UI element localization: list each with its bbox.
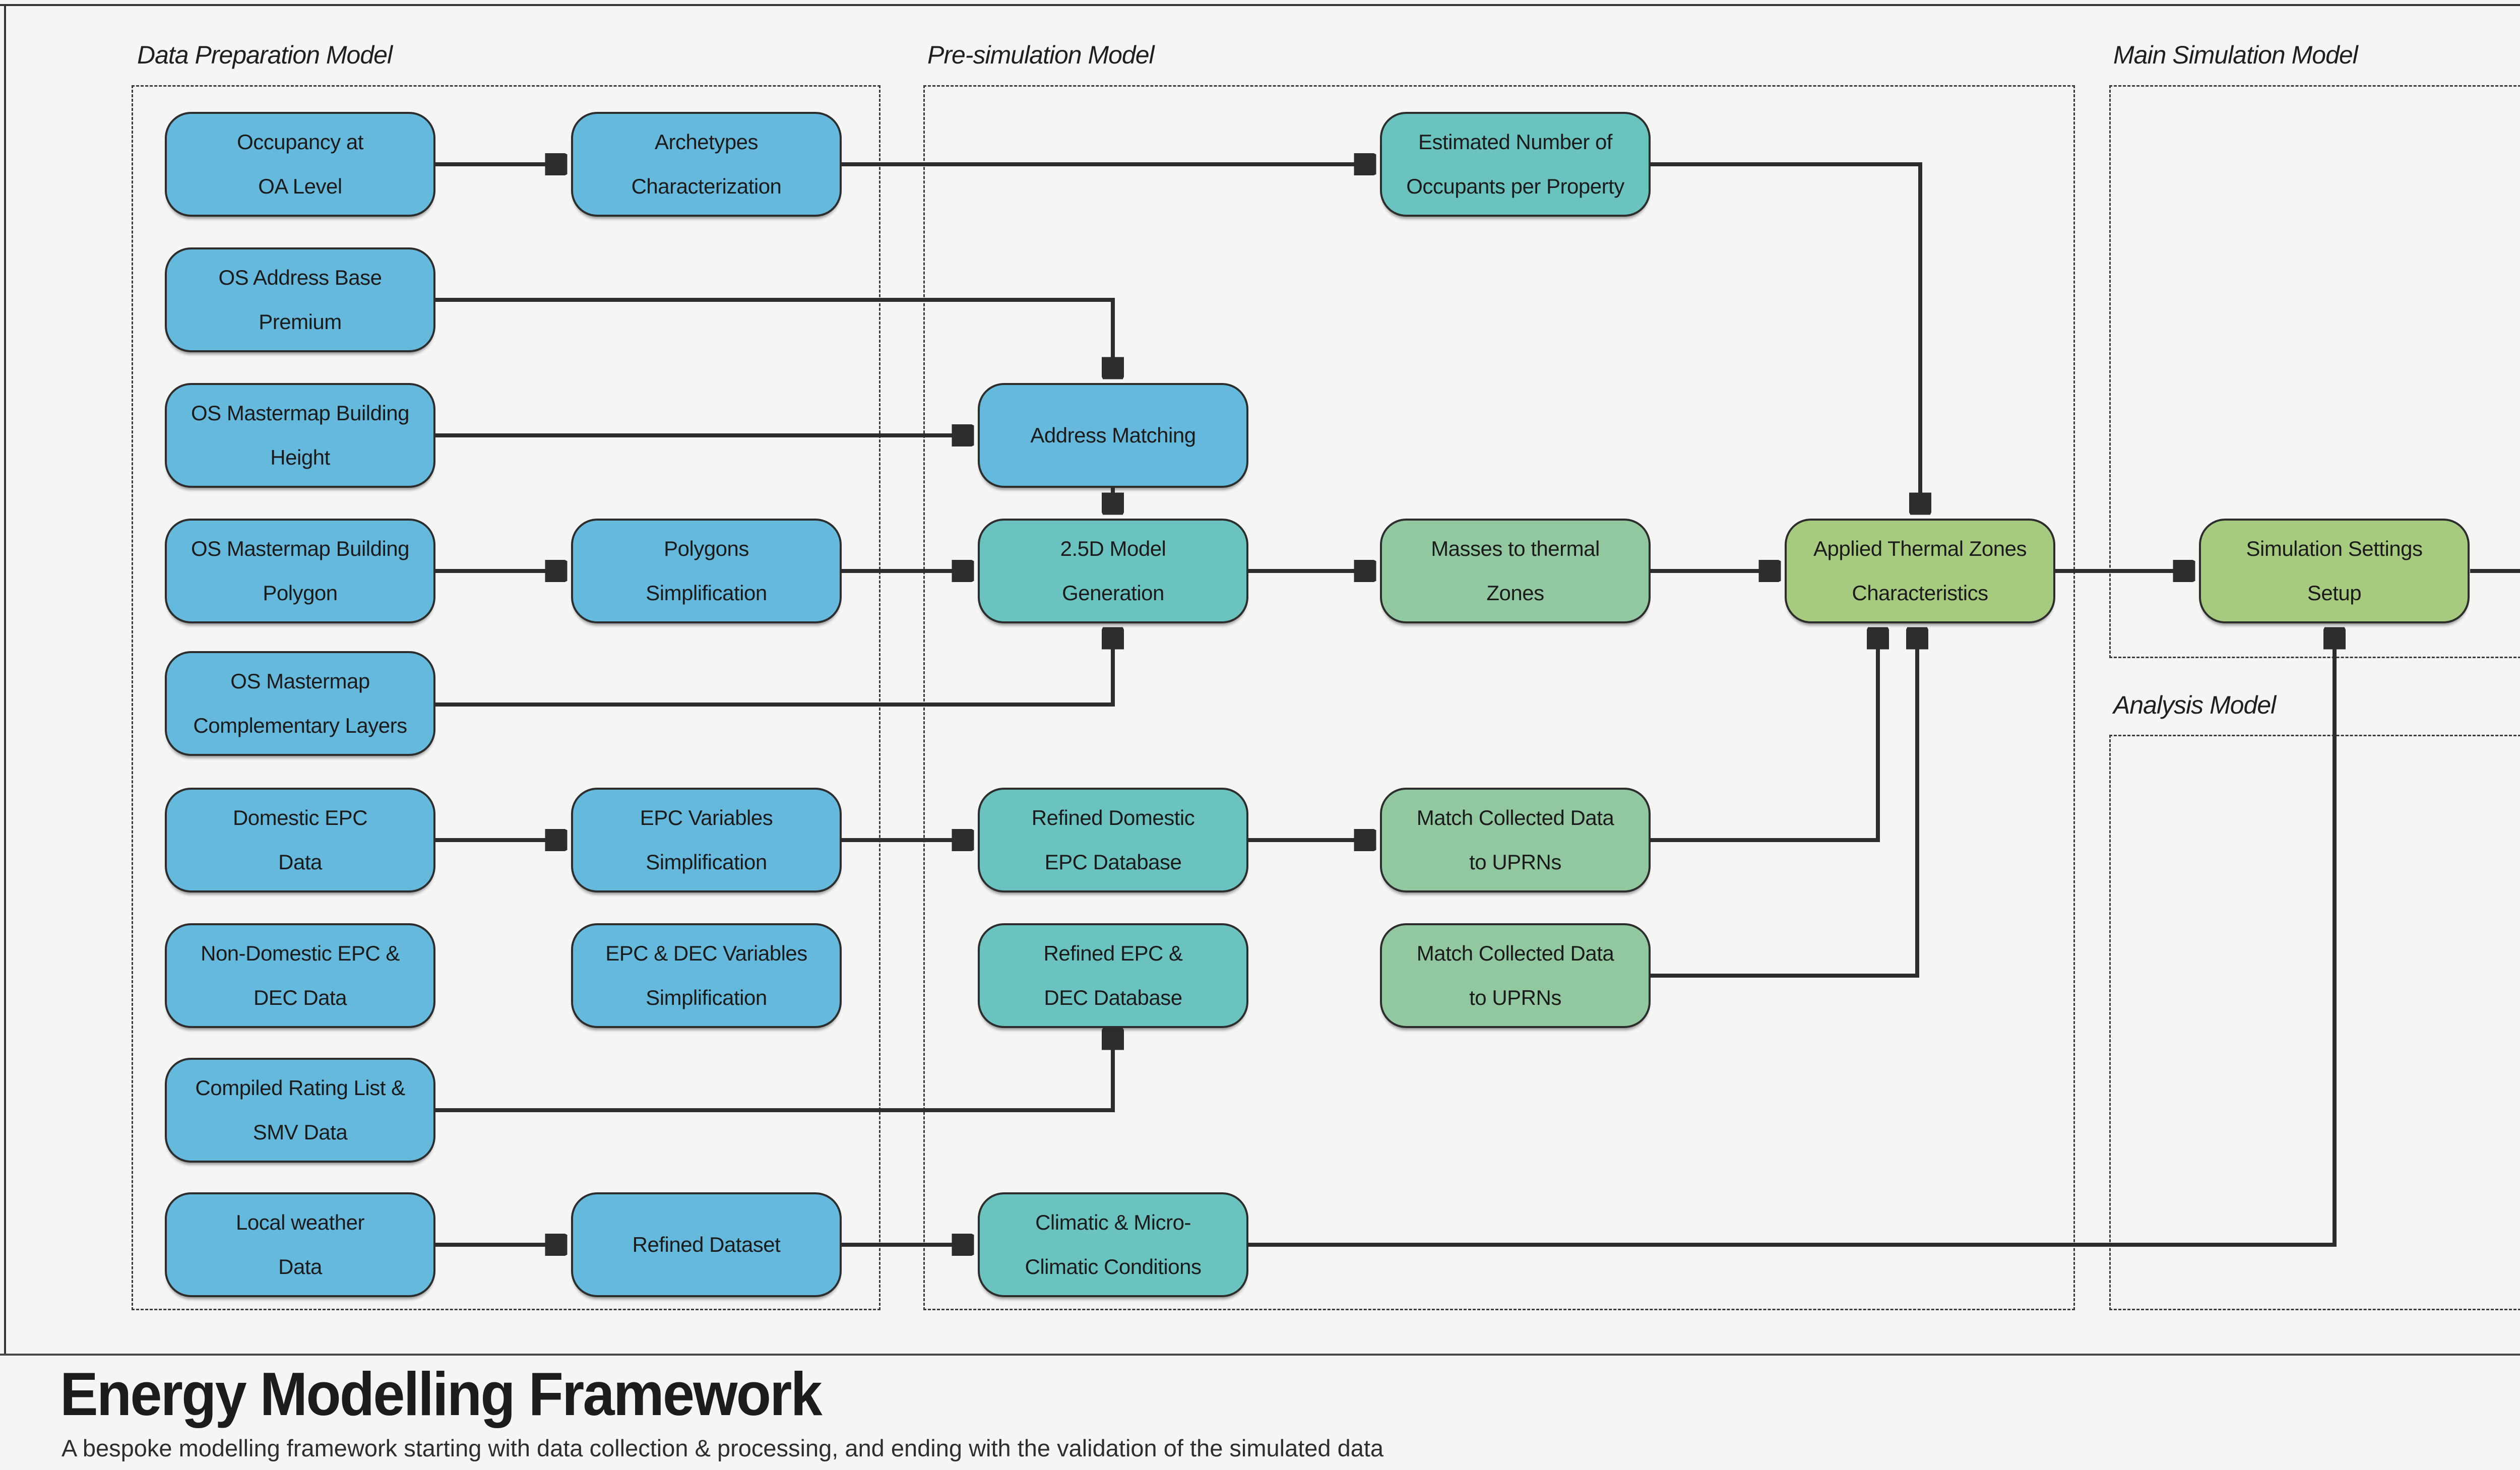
node-label: Estimated Number of Occupants per Proper… — [1406, 130, 1624, 198]
arrow-match2-to-applied — [1651, 629, 1917, 978]
group-box-pre-simulation — [923, 85, 2075, 1310]
node-epc-dec-variables-simplification: EPC & DEC Variables Simplification — [571, 923, 842, 1028]
page-subtitle: A bespoke modelling framework starting w… — [61, 1435, 1384, 1461]
frame-left-line — [4, 4, 6, 1356]
node-label: OS Address Base Premium — [218, 266, 382, 334]
node-label: Refined Domestic EPC Database — [1031, 806, 1195, 874]
node-occupancy-oa-level: Occupancy at OA Level — [165, 112, 435, 217]
node-match-collected-data-to-uprns-nondomestic: Match Collected Data to UPRNs — [1380, 923, 1651, 1028]
node-label: Refined EPC & DEC Database — [1043, 941, 1183, 1009]
arrow-climatic-to-simsettings — [1248, 629, 2335, 1247]
node-label: Match Collected Data to UPRNs — [1416, 806, 1614, 874]
node-label: Archetypes Characterization — [631, 130, 782, 198]
node-label: Compiled Rating List & SMV Data — [195, 1076, 405, 1144]
node-label: Applied Thermal Zones Characteristics — [1813, 537, 2027, 605]
node-label: Local weather Data — [236, 1210, 365, 1279]
node-refined-epc-dec-database: Refined EPC & DEC Database — [978, 923, 1248, 1028]
node-label: Domestic EPC Data — [232, 806, 368, 874]
node-label: Climatic & Micro- Climatic Conditions — [1025, 1210, 1202, 1279]
node-applied-thermal-zones-characteristics: Applied Thermal Zones Characteristics — [1785, 519, 2055, 623]
node-label: Match Collected Data to UPRNs — [1416, 941, 1614, 1009]
node-label: Occupancy at OA Level — [237, 130, 363, 198]
node-label: OS Mastermap Complementary Layers — [193, 669, 407, 737]
node-label: Refined Dataset — [632, 1233, 781, 1256]
group-box-analysis — [2109, 735, 2520, 1310]
node-archetypes-characterization: Archetypes Characterization — [571, 112, 842, 217]
arrow-addressbase-to-addressmatching — [435, 298, 1113, 377]
node-non-domestic-epc-dec-data: Non-Domestic EPC & DEC Data — [165, 923, 435, 1028]
group-box-main-simulation — [2109, 85, 2520, 658]
arrow-complementary-to-25d — [435, 629, 1113, 707]
node-os-mastermap-building-polygon: OS Mastermap Building Polygon — [165, 519, 435, 623]
node-climatic-micro-climatic-conditions: Climatic & Micro- Climatic Conditions — [978, 1192, 1248, 1297]
arrow-match1-to-applied — [1651, 629, 1878, 842]
arrow-compiledrating-to-refinedepcdec — [435, 1030, 1113, 1112]
node-label: EPC & DEC Variables Simplification — [605, 941, 807, 1009]
node-masses-to-thermal-zones: Masses to thermal Zones — [1380, 519, 1651, 623]
node-estimated-number-of-occupants: Estimated Number of Occupants per Proper… — [1380, 112, 1651, 217]
node-os-mastermap-complementary-layers: OS Mastermap Complementary Layers — [165, 651, 435, 756]
node-refined-dataset: Refined Dataset — [571, 1192, 842, 1297]
node-label: EPC Variables Simplification — [640, 806, 773, 874]
caption-separator-line — [0, 1354, 2520, 1356]
node-epc-variables-simplification: EPC Variables Simplification — [571, 788, 842, 892]
node-label: Masses to thermal Zones — [1431, 537, 1600, 605]
node-polygons-simplification: Polygons Simplification — [571, 519, 842, 623]
node-address-matching: Address Matching — [978, 383, 1248, 488]
node-label: Simulation Settings Setup — [2246, 537, 2423, 605]
node-label: OS Mastermap Building Height — [191, 401, 410, 469]
node-label: OS Mastermap Building Polygon — [191, 537, 410, 605]
page-title: Energy Modelling Framework — [60, 1360, 823, 1428]
node-os-mastermap-building-height: OS Mastermap Building Height — [165, 383, 435, 488]
node-label: Polygons Simplification — [646, 537, 767, 605]
node-label: 2.5D Model Generation — [1060, 537, 1166, 605]
group-title-data-preparation: Data Preparation Model — [137, 41, 393, 69]
node-compiled-rating-list-smv-data: Compiled Rating List & SMV Data — [165, 1058, 435, 1163]
group-title-analysis: Analysis Model — [2113, 691, 2276, 719]
node-refined-domestic-epc-database: Refined Domestic EPC Database — [978, 788, 1248, 892]
node-os-address-base-premium: OS Address Base Premium — [165, 247, 435, 352]
node-match-collected-data-to-uprns-domestic: Match Collected Data to UPRNs — [1380, 788, 1651, 892]
arrow-estimated-to-applied — [1651, 162, 1920, 513]
node-simulation-settings-setup: Simulation Settings Setup — [2199, 519, 2470, 623]
node-label: Address Matching — [1030, 423, 1196, 447]
group-box-data-preparation — [132, 85, 880, 1310]
node-domestic-epc-data: Domestic EPC Data — [165, 788, 435, 892]
group-title-pre-simulation: Pre-simulation Model — [927, 41, 1155, 69]
group-title-main-simulation: Main Simulation Model — [2113, 41, 2358, 69]
node-label: Non-Domestic EPC & DEC Data — [201, 941, 400, 1009]
node-25d-model-generation: 2.5D Model Generation — [978, 519, 1248, 623]
frame-top-line — [0, 4, 2520, 6]
node-local-weather-data: Local weather Data — [165, 1192, 435, 1297]
